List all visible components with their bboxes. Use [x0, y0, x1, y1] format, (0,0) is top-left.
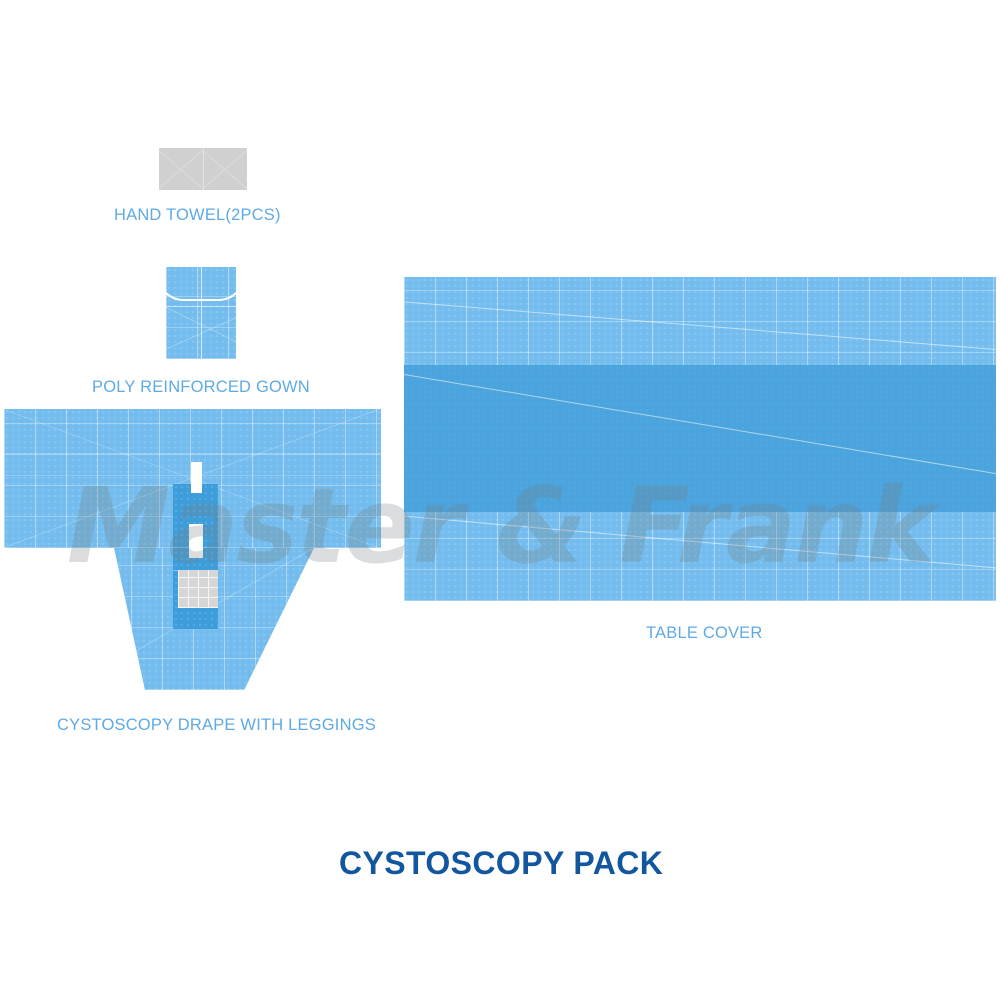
cystoscopy-drape-label: CYSTOSCOPY DRAPE WITH LEGGINGS [57, 716, 376, 734]
drape-fenestration-upper [191, 462, 202, 493]
drape-fold-line-1 [4, 453, 381, 454]
table-cover-reinforced-band [404, 365, 996, 513]
poly-reinforced-gown-graphic [166, 267, 236, 359]
table-cover-graphic [404, 277, 996, 601]
gown-neckline-left-icon [166, 267, 203, 301]
poly-reinforced-gown-label: POLY REINFORCED GOWN [92, 378, 310, 396]
hand-towel-label: HAND TOWEL(2PCS) [114, 206, 281, 224]
drape-fenestration-lower [189, 524, 203, 558]
reinforced-band-texture [404, 365, 996, 513]
table-cover-label: TABLE COVER [646, 624, 763, 642]
hand-towel-graphic [159, 148, 247, 190]
hand-towel-panel-left [159, 148, 203, 190]
hand-towel-panel-right [202, 148, 248, 190]
gown-neckline-right-icon [199, 267, 236, 301]
drape-reinforcement-patch [178, 570, 218, 608]
gown-center-fold [201, 267, 202, 359]
page-title: CYSTOSCOPY PACK [339, 845, 664, 881]
